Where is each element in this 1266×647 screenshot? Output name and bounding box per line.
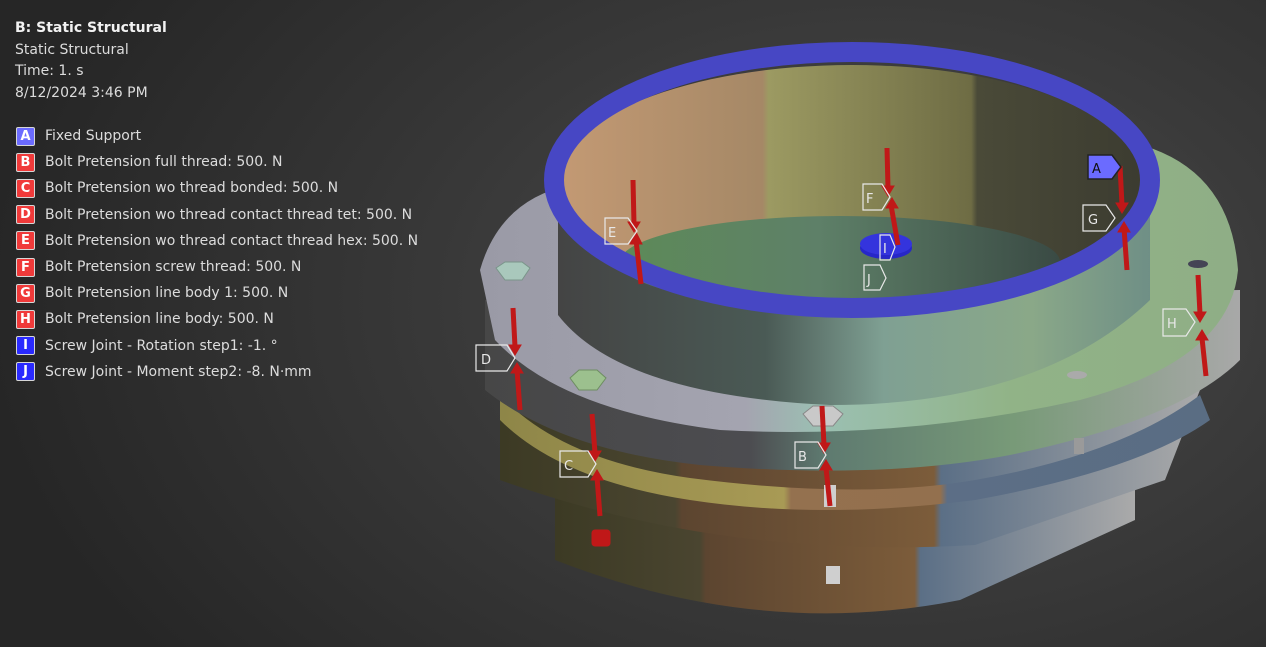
legend-item-bolt-pretension-bonded[interactable]: C Bolt Pretension wo thread bonded: 500.…: [16, 175, 418, 201]
legend-badge-e: E: [16, 231, 35, 251]
legend-item-screw-joint-rotation[interactable]: I Screw Joint - Rotation step1: -1. °: [16, 333, 418, 359]
svg-text:H: H: [1167, 317, 1177, 332]
svg-text:E: E: [608, 226, 616, 241]
legend-item-bolt-pretension-tet[interactable]: D Bolt Pretension wo thread contact thre…: [16, 202, 418, 228]
legend-badge-c: C: [16, 178, 35, 198]
legend-item-bolt-pretension-line-body[interactable]: H Bolt Pretension line body: 500. N: [16, 306, 418, 332]
legend-label: Screw Joint - Moment step2: -8. N·mm: [45, 363, 312, 380]
svg-text:B: B: [798, 450, 807, 465]
svg-text:F: F: [866, 192, 873, 207]
legend-label: Bolt Pretension wo thread contact thread…: [45, 232, 419, 249]
legend-badge-h: H: [16, 309, 35, 329]
legend-label: Screw Joint - Rotation step1: -1. °: [45, 337, 278, 354]
legend-badge-a: A: [16, 126, 35, 146]
svg-text:J: J: [866, 273, 871, 288]
legend-label: Bolt Pretension wo thread bonded: 500. N: [45, 180, 339, 197]
model-tag-a[interactable]: A: [1087, 154, 1122, 180]
boundary-condition-legend: A Fixed Support B Bolt Pretension full t…: [16, 123, 418, 385]
legend-badge-i: I: [16, 336, 35, 356]
legend-label: Bolt Pretension line body: 500. N: [45, 311, 274, 328]
legend-label: Fixed Support: [45, 128, 142, 145]
legend-label: Bolt Pretension screw thread: 500. N: [45, 259, 302, 276]
svg-text:A: A: [1092, 162, 1101, 177]
legend-item-fixed-support[interactable]: A Fixed Support: [16, 123, 418, 149]
legend-badge-j: J: [16, 362, 35, 382]
legend-item-bolt-pretension-full-thread[interactable]: B Bolt Pretension full thread: 500. N: [16, 149, 418, 175]
legend-badge-g: G: [16, 283, 35, 303]
svg-text:D: D: [481, 353, 491, 368]
legend-badge-b: B: [16, 152, 35, 172]
analysis-time: Time: 1. s: [15, 63, 84, 79]
legend-label: Bolt Pretension line body 1: 500. N: [45, 285, 289, 302]
svg-text:G: G: [1088, 213, 1098, 228]
legend-item-bolt-pretension-screw-thread[interactable]: F Bolt Pretension screw thread: 500. N: [16, 254, 418, 280]
legend-badge-d: D: [16, 205, 35, 225]
analysis-timestamp: 8/12/2024 3:46 PM: [15, 84, 148, 101]
analysis-header: B: Static Structural Static Structural T…: [15, 18, 167, 104]
legend-badge-f: F: [16, 257, 35, 277]
svg-text:C: C: [564, 459, 573, 474]
analysis-title: B: Static Structural: [15, 20, 167, 36]
legend-item-bolt-pretension-hex[interactable]: E Bolt Pretension wo thread contact thre…: [16, 228, 418, 254]
legend-item-bolt-pretension-line-body-1[interactable]: G Bolt Pretension line body 1: 500. N: [16, 280, 418, 306]
legend-label: Bolt Pretension wo thread contact thread…: [45, 206, 413, 223]
analysis-type: Static Structural: [15, 41, 129, 58]
legend-label: Bolt Pretension full thread: 500. N: [45, 154, 283, 171]
legend-item-screw-joint-moment[interactable]: J Screw Joint - Moment step2: -8. N·mm: [16, 359, 418, 385]
svg-text:I: I: [883, 242, 887, 257]
